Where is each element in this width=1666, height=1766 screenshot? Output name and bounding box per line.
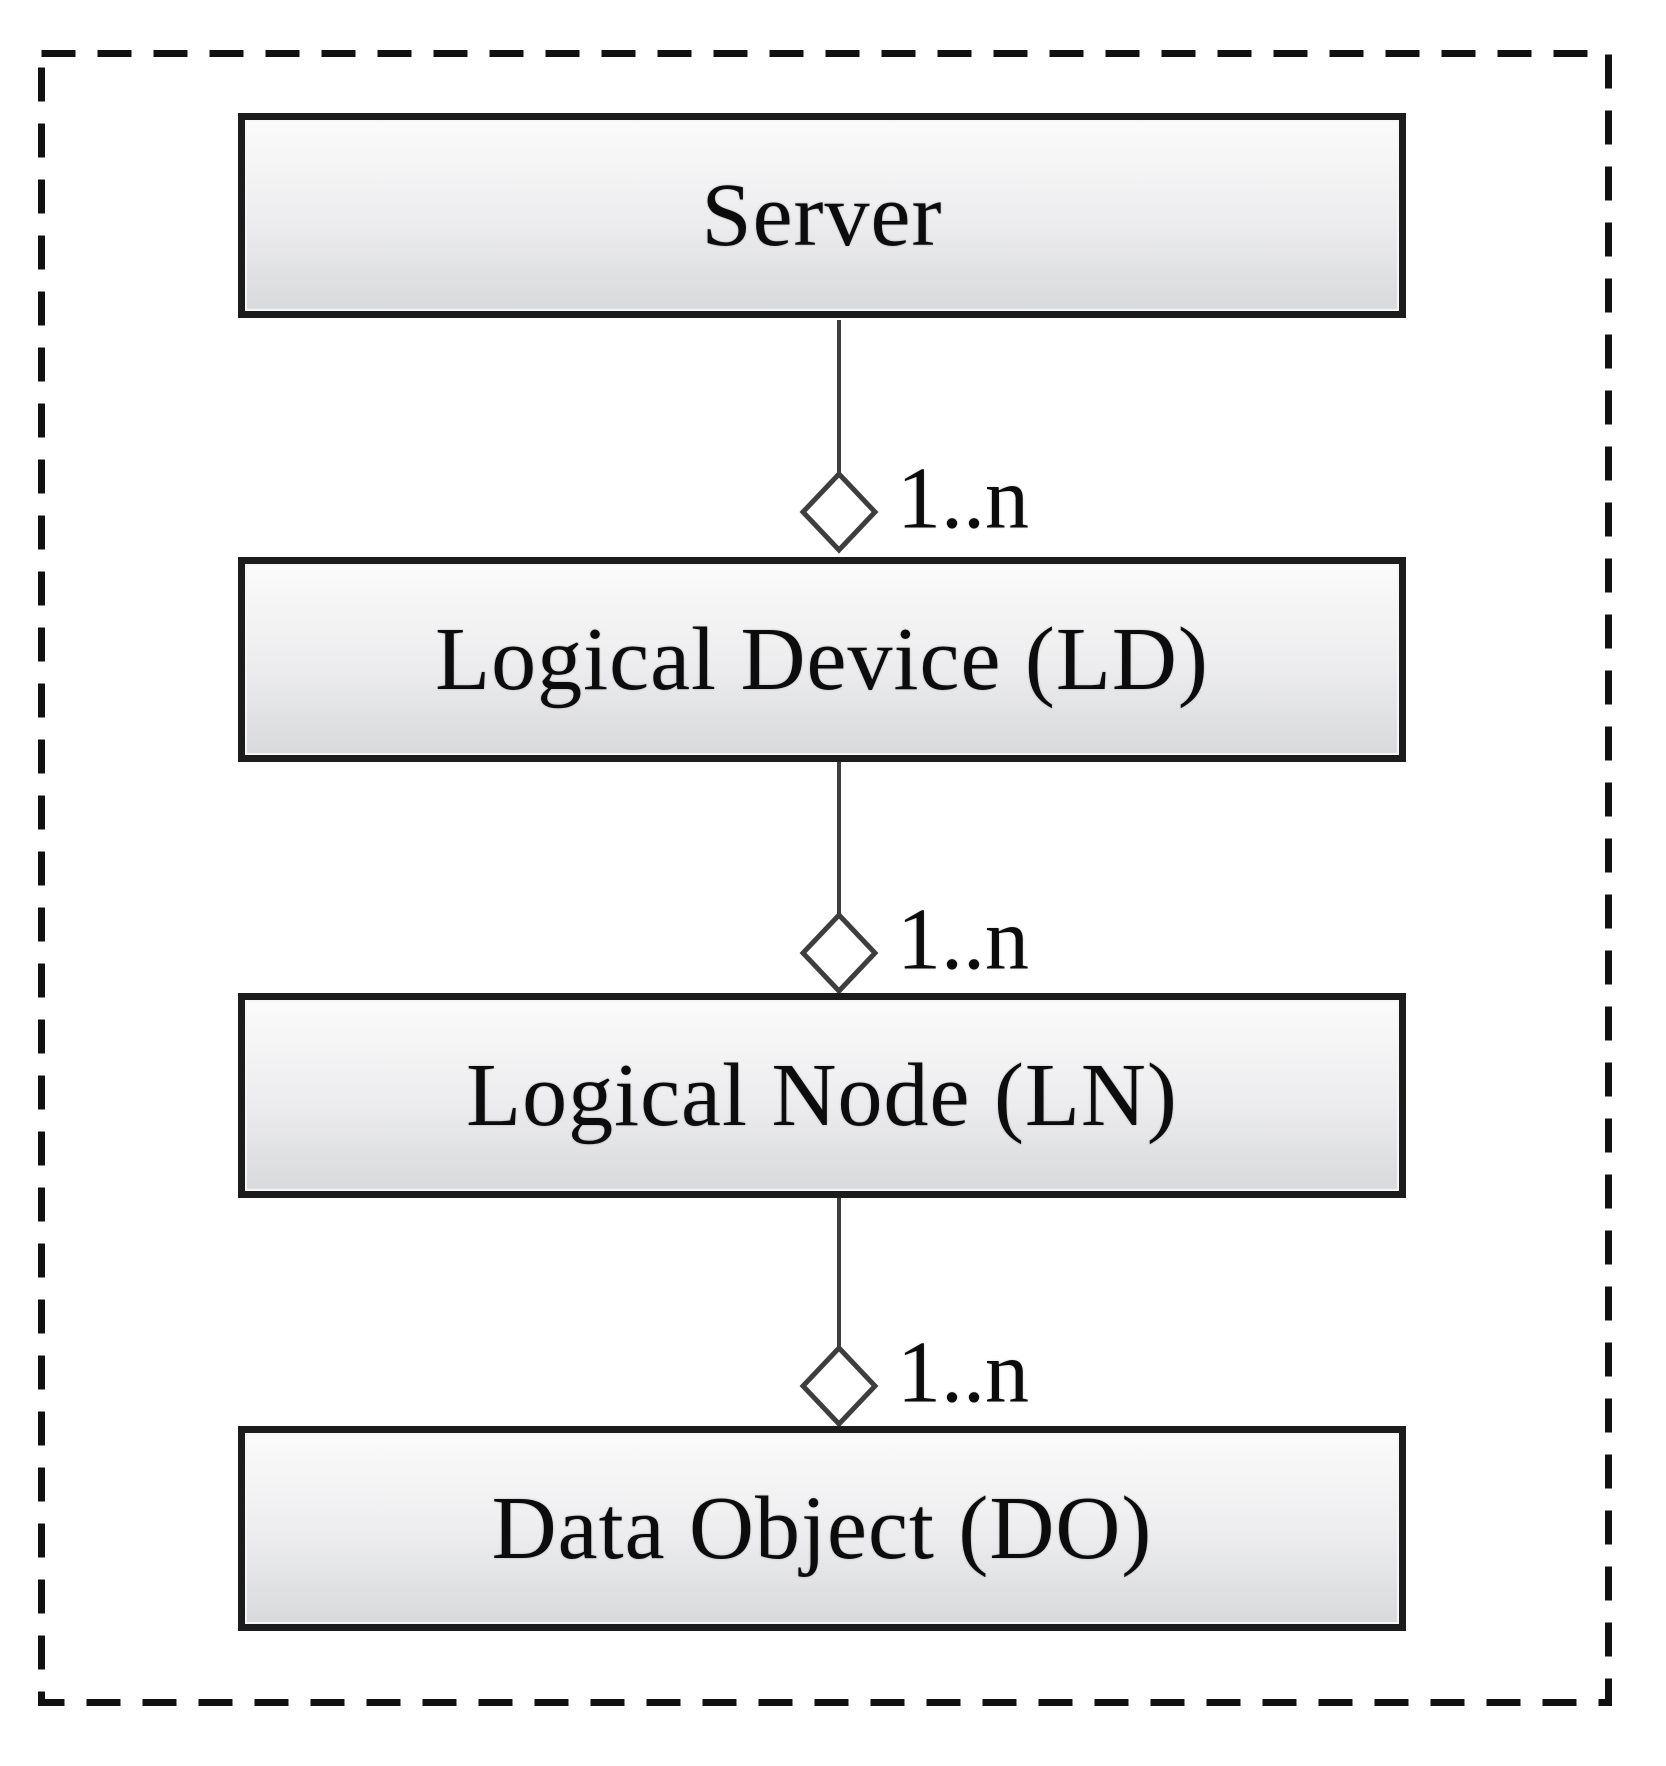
server-node: Server [238,113,1406,318]
edge-server-to-logical-device [799,320,879,554]
logical-node-node-label: Logical Node (LN) [466,1046,1178,1145]
data-object-node: Data Object (DO) [238,1426,1406,1631]
aggregation-diamond-icon [799,470,879,554]
edge-logical-device-to-logical-node [799,762,879,995]
data-object-node-label: Data Object (DO) [491,1479,1153,1578]
server-node-label: Server [701,166,943,265]
multiplicity-label: 1..n [897,450,1029,548]
multiplicity-label: 1..n [897,891,1029,989]
aggregation-diamond-icon [799,911,879,995]
logical-device-node-label: Logical Device (LD) [435,610,1209,709]
multiplicity-label: 1..n [897,1324,1029,1422]
logical-device-node: Logical Device (LD) [238,557,1406,762]
aggregation-diamond-icon [799,1344,879,1428]
edge-logical-node-to-data-object [799,1198,879,1428]
logical-node-node: Logical Node (LN) [238,993,1406,1198]
